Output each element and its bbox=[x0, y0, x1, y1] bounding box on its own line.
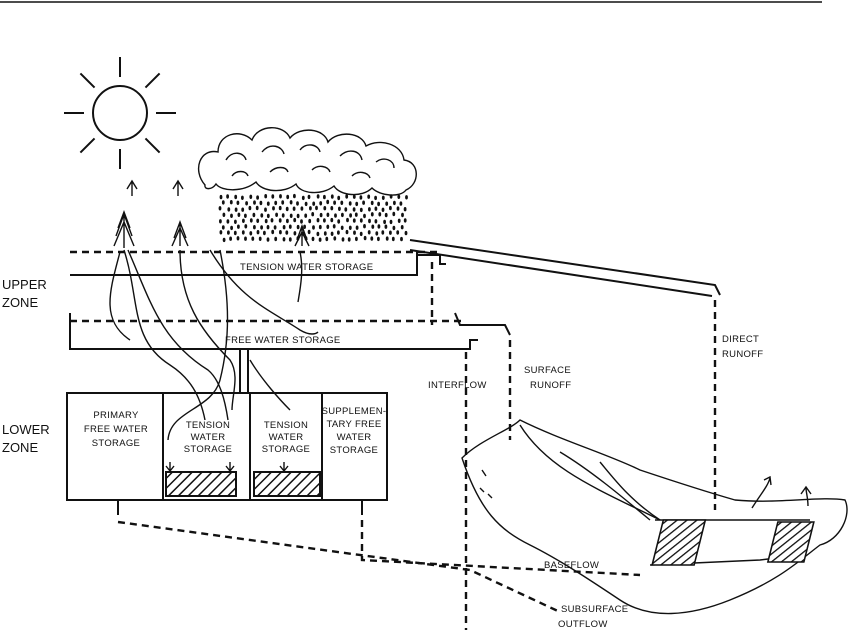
sun-icon bbox=[64, 57, 176, 169]
svg-text:DIRECT: DIRECT bbox=[722, 334, 759, 345]
svg-text:OUTFLOW: OUTFLOW bbox=[558, 619, 608, 630]
hatched-storage-left bbox=[165, 471, 237, 497]
supplementary-free-water-label: SUPPLEMEN- TARY FREE WATER STORAGE bbox=[322, 406, 387, 456]
svg-text:STORAGE: STORAGE bbox=[184, 444, 232, 455]
svg-text:FREE WATER: FREE WATER bbox=[84, 424, 148, 435]
free-water-tank bbox=[69, 312, 511, 350]
subsurface-outflow-label: SUBSURFACE OUTFLOW bbox=[558, 604, 628, 630]
cloud-icon bbox=[197, 127, 417, 196]
rain-icon bbox=[218, 193, 408, 243]
svg-text:ZONE: ZONE bbox=[2, 440, 38, 455]
baseflow-path-primary bbox=[117, 520, 561, 614]
lower-tension-water-label-1: TENSION WATER STORAGE bbox=[184, 420, 232, 455]
hatched-storage-right bbox=[253, 471, 321, 497]
svg-text:PRIMARY: PRIMARY bbox=[93, 410, 139, 421]
svg-text:STORAGE: STORAGE bbox=[92, 438, 140, 449]
tension-water-storage-label: TENSION WATER STORAGE bbox=[240, 262, 373, 273]
svg-text:TARY FREE: TARY FREE bbox=[327, 419, 382, 430]
primary-free-water-label: PRIMARY FREE WATER STORAGE bbox=[84, 410, 148, 449]
storage-fill-arrows bbox=[165, 462, 289, 473]
free-water-storage-label: FREE WATER STORAGE bbox=[225, 335, 341, 346]
baseflow-path-supplementary bbox=[360, 520, 641, 577]
svg-text:SUPPLEMEN-: SUPPLEMEN- bbox=[322, 406, 387, 417]
svg-text:LOWER: LOWER bbox=[2, 422, 50, 437]
svg-text:UPPER: UPPER bbox=[2, 277, 47, 292]
interflow-label: INTERFLOW bbox=[428, 380, 487, 391]
svg-text:STORAGE: STORAGE bbox=[262, 444, 310, 455]
upper-zone-label: UPPER ZONE bbox=[2, 277, 47, 310]
direct-runoff-channel-lower bbox=[409, 249, 713, 297]
lower-zone-label: LOWER ZONE bbox=[2, 422, 50, 455]
svg-text:SUBSURFACE: SUBSURFACE bbox=[561, 604, 628, 615]
tension-water-tank bbox=[70, 250, 446, 276]
channel-hatch-left bbox=[651, 519, 707, 566]
svg-text:STORAGE: STORAGE bbox=[330, 445, 378, 456]
svg-text:TENSION: TENSION bbox=[186, 420, 230, 431]
root-flow-paths bbox=[109, 249, 319, 441]
evaporation-arrows bbox=[126, 179, 812, 509]
svg-text:RUNOFF: RUNOFF bbox=[530, 380, 571, 391]
svg-text:RUNOFF: RUNOFF bbox=[722, 349, 763, 360]
baseflow-label: BASEFLOW bbox=[544, 560, 599, 571]
svg-text:WATER: WATER bbox=[191, 432, 226, 443]
direct-runoff-label: DIRECT RUNOFF bbox=[722, 334, 763, 360]
lower-tension-water-label-2: TENSION WATER STORAGE bbox=[262, 420, 310, 455]
watershed-icon bbox=[461, 419, 848, 615]
tree-icon bbox=[113, 210, 310, 248]
svg-text:TENSION: TENSION bbox=[264, 420, 308, 431]
svg-text:SURFACE: SURFACE bbox=[524, 365, 571, 376]
channel-hatch-right bbox=[766, 521, 815, 563]
svg-text:ZONE: ZONE bbox=[2, 295, 38, 310]
surface-runoff-label: SURFACE RUNOFF bbox=[524, 365, 571, 391]
svg-text:WATER: WATER bbox=[269, 432, 304, 443]
direct-runoff-channel bbox=[409, 239, 721, 296]
svg-text:WATER: WATER bbox=[337, 432, 372, 443]
